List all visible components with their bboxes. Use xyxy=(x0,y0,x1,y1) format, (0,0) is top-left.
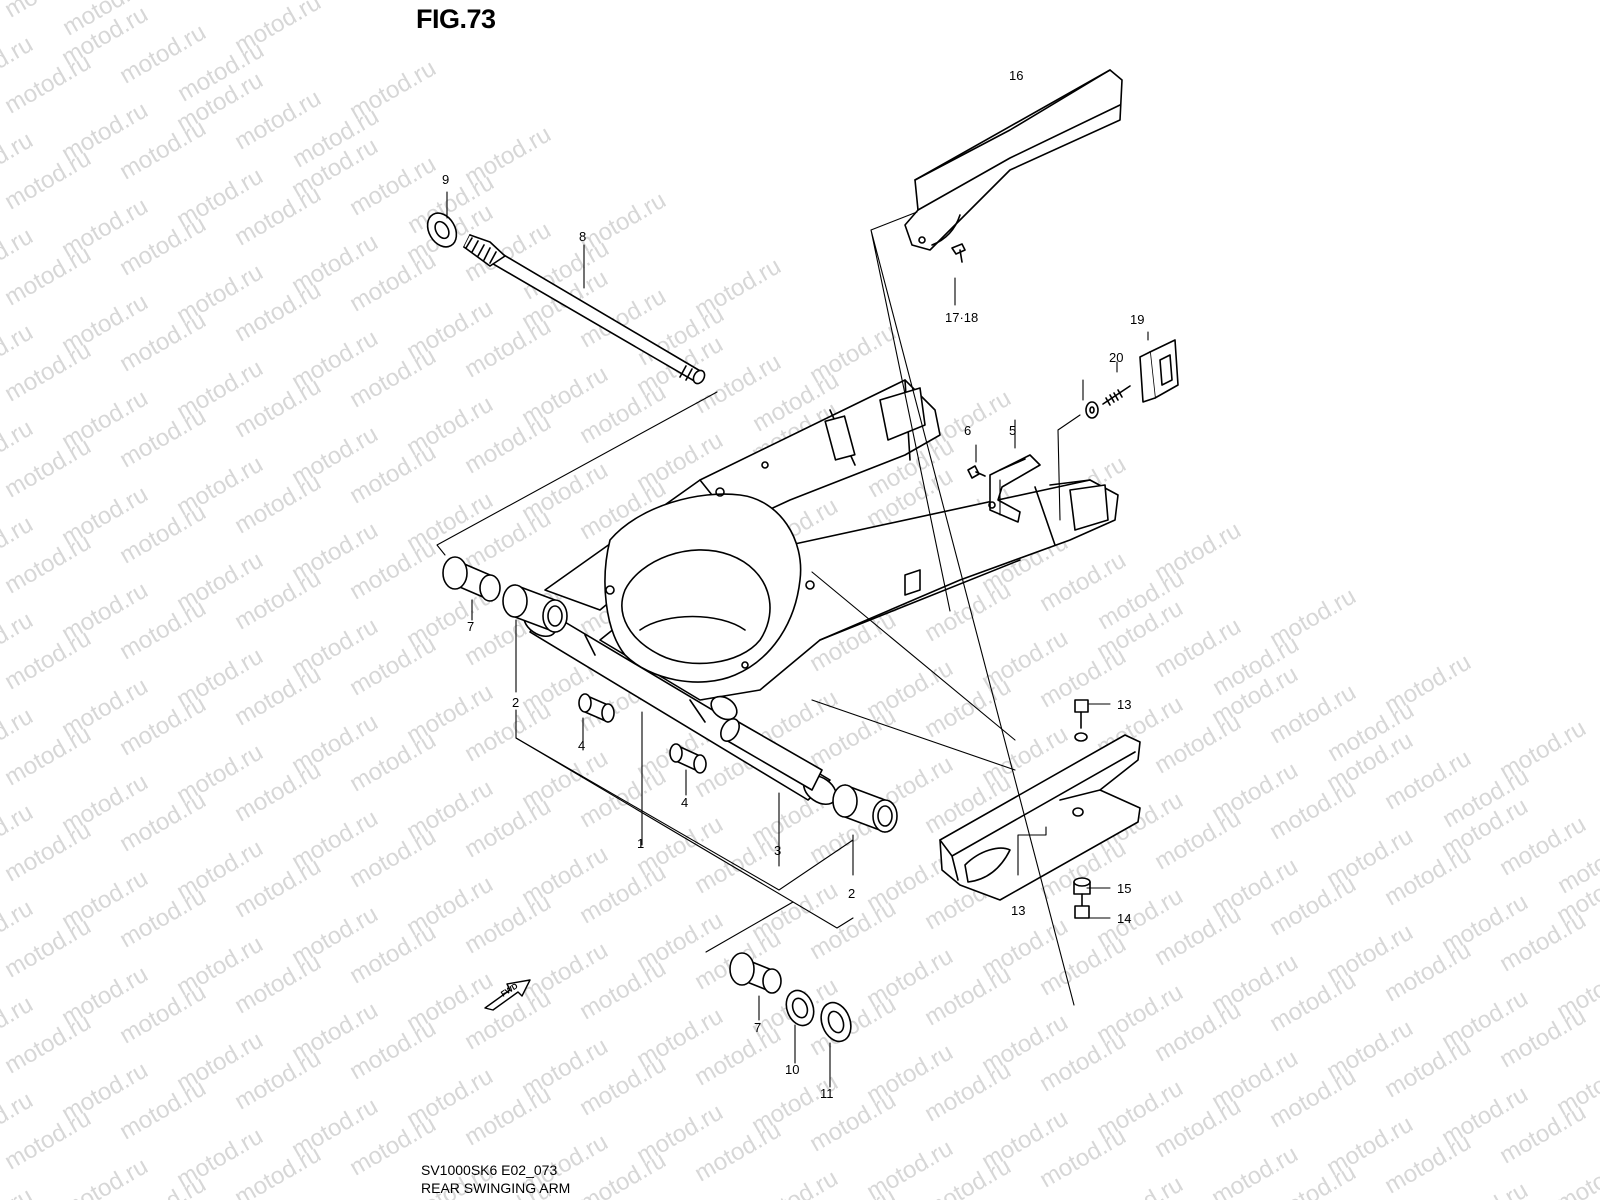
diagram-name: REAR SWINGING ARM xyxy=(421,1180,571,1196)
callout-15: 16 xyxy=(1009,68,1023,83)
chain-cover-drawing xyxy=(904,69,1123,251)
fwd-arrow-icon: FWD xyxy=(484,979,531,1011)
callout-4-upper: 4 xyxy=(578,738,585,753)
collar-lower-drawing xyxy=(729,952,782,994)
leader-lines xyxy=(436,191,1149,1088)
adjuster-washer-drawing xyxy=(1085,401,1099,419)
callout-7-upper: 7 xyxy=(467,619,474,634)
figure-title: FIG.73 xyxy=(416,4,496,34)
bracket-drawing xyxy=(988,454,1041,523)
callout-9: 9 xyxy=(442,172,449,187)
callout-3: 3 xyxy=(774,843,781,858)
pivot-shaft-drawing xyxy=(426,212,706,385)
collar-upper-drawing xyxy=(442,556,501,602)
washer-drawing xyxy=(785,989,815,1027)
callout-5: 5 xyxy=(1009,423,1016,438)
callout-13-upper: 13 xyxy=(1117,697,1131,712)
callout-6: 6 xyxy=(964,423,971,438)
callout-1: 1 xyxy=(637,836,644,851)
callout-10: 10 xyxy=(785,1062,799,1077)
buffer-bolt-upper-drawing xyxy=(1074,699,1089,742)
swingarm-drawing xyxy=(522,379,1119,806)
callout-12: 13 xyxy=(1011,903,1025,918)
callout-2-upper: 2 xyxy=(512,695,519,710)
callout-7-lower: 7 xyxy=(754,1020,761,1035)
callout-13-lower: 14 xyxy=(1117,911,1131,926)
needle-bearing-upper-drawing xyxy=(578,693,615,723)
bearing-upper-drawing xyxy=(502,584,568,633)
cover-screw-drawing xyxy=(951,243,966,263)
adjuster-bolt-drawing xyxy=(1102,385,1131,406)
model-code: SV1000SK6 E02_073 xyxy=(421,1162,558,1178)
callout-2-lower: 2 xyxy=(848,886,855,901)
callouts: 9 8 7 2 4 4 1 3 2 7 10 11 16 17·18 19 20… xyxy=(442,68,1144,1101)
callout-14: 15 xyxy=(1117,881,1131,896)
needle-bearing-lower-drawing xyxy=(669,743,707,774)
bearing-lower-drawing xyxy=(832,784,898,833)
adjuster-block-drawing xyxy=(1139,339,1179,403)
callout-11: 11 xyxy=(820,1086,834,1101)
callout-17-18: 19 xyxy=(1130,312,1144,327)
callout-4-lower: 4 xyxy=(681,795,688,810)
bracket-bolt-drawing xyxy=(967,465,986,479)
buffer-washer-drawing xyxy=(1073,877,1091,895)
pivot-spacer-drawing xyxy=(720,718,823,791)
callout-8: 8 xyxy=(579,229,586,244)
buffer-bolt-lower-drawing xyxy=(1074,893,1090,919)
callout-16: 17·18 xyxy=(945,310,978,325)
callout-19: 20 xyxy=(1109,350,1123,365)
chain-buffer-drawing xyxy=(939,734,1141,901)
lock-nut-drawing xyxy=(820,1001,852,1043)
